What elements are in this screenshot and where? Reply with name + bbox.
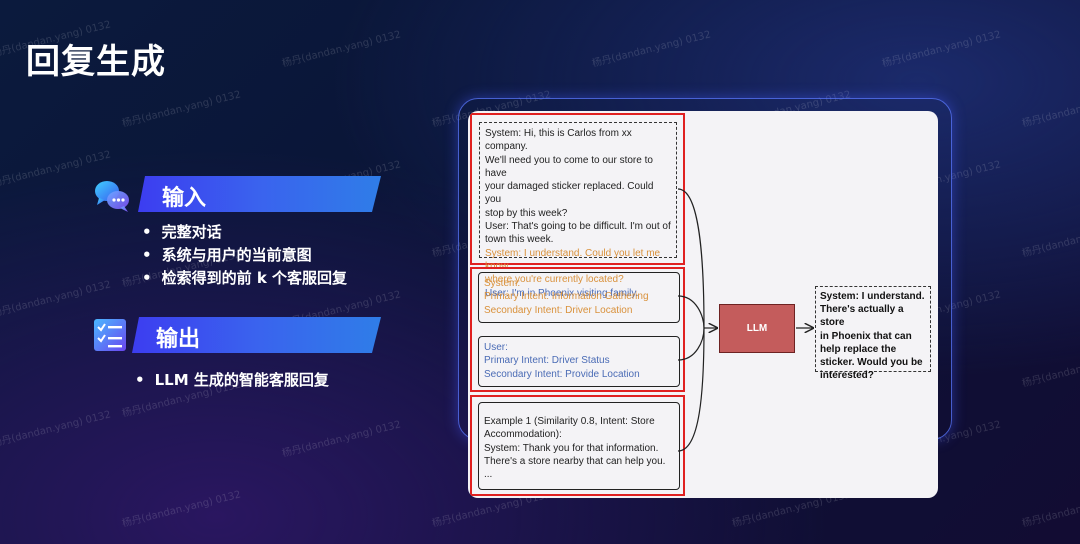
- output-banner: 输出: [132, 317, 381, 353]
- output-response-box: System: I understand. There's actually a…: [815, 286, 931, 381]
- watermark-text: 杨丹(dandan.yang) 0132: [120, 489, 242, 530]
- chat-bubbles-icon: [93, 178, 131, 218]
- watermark-text: 杨丹(dandan.yang) 0132: [0, 279, 112, 320]
- intent-line: System:: [484, 278, 521, 289]
- dialogue-line: your damaged sticker replaced. Could you: [485, 181, 654, 206]
- dialogue-line-user: User: I'm in Phoenix visiting family.: [485, 287, 639, 299]
- list-item: 检索得到的前 k 个客服回复: [142, 267, 347, 290]
- dialogue-line: stop by this week?: [485, 207, 568, 219]
- input-list: 完整对话 系统与用户的当前意图 检索得到的前 k 个客服回复: [142, 221, 347, 290]
- watermark-text: 杨丹(dandan.yang) 0132: [1020, 349, 1080, 390]
- output-line: sticker. Would you be: [820, 357, 923, 369]
- user-intent-box: User: Primary Intent: Driver Status Seco…: [478, 336, 680, 387]
- connector-lines: [677, 188, 938, 452]
- dialogue-box: System: Hi, this is Carlos from xx compa…: [479, 122, 677, 299]
- output-list: LLM 生成的智能客服回复: [135, 369, 329, 392]
- example-line: There's a store nearby that can help you…: [484, 455, 666, 467]
- dialogue-line: User: That's going to be difficult. I'm …: [485, 221, 671, 233]
- intent-highlight: System: Primary Intent: Information Gath…: [470, 267, 685, 392]
- watermark-text: 杨丹(dandan.yang) 0132: [880, 29, 1002, 70]
- intent-line: User:: [484, 342, 508, 353]
- output-line: interested?: [820, 370, 874, 382]
- output-line: System: I understand.: [820, 291, 925, 302]
- output-label: 输出: [156, 327, 201, 352]
- intent-line: Secondary Intent: Driver Location: [484, 304, 633, 316]
- example-line: Example 1 (Similarity 0.8, Intent: Store: [484, 416, 655, 427]
- watermark-text: 杨丹(dandan.yang) 0132: [1020, 219, 1080, 260]
- watermark-text: 杨丹(dandan.yang) 0132: [120, 89, 242, 130]
- input-label: 输入: [162, 186, 207, 211]
- intent-line: Primary Intent: Driver Status: [484, 355, 610, 367]
- watermark-text: 杨丹(dandan.yang) 0132: [1020, 89, 1080, 130]
- output-line: help replace the: [820, 343, 897, 355]
- llm-block: LLM: [719, 304, 795, 353]
- dialogue-highlight: System: Hi, this is Carlos from xx compa…: [470, 113, 685, 299]
- example-line: ...: [484, 469, 493, 481]
- watermark-text: 杨丹(dandan.yang) 0132: [0, 409, 112, 450]
- system-intent-box: System: Primary Intent: Information Gath…: [478, 272, 680, 323]
- list-item: 完整对话: [142, 221, 347, 244]
- example-line: System: Thank you for that information.: [484, 442, 659, 454]
- dialogue-line: System: Hi, this is Carlos from xx compa…: [485, 128, 632, 153]
- dialogue-line-system: System: I understand. Could you let me k…: [485, 247, 661, 272]
- output-line: in Phoenix that can: [820, 330, 912, 342]
- dialogue-line: We'll need you to come to our store to h…: [485, 154, 653, 179]
- examples-box: Example 1 (Similarity 0.8, Intent: Store…: [478, 402, 680, 490]
- input-banner: 输入: [138, 176, 381, 212]
- watermark-text: 杨丹(dandan.yang) 0132: [1020, 489, 1080, 530]
- watermark-text: 杨丹(dandan.yang) 0132: [280, 419, 402, 460]
- list-item: 系统与用户的当前意图: [142, 244, 347, 267]
- list-item: LLM 生成的智能客服回复: [135, 369, 329, 392]
- output-line: There's actually a store: [820, 304, 904, 329]
- checklist-icon: [93, 318, 127, 356]
- example-line: Accommodation):: [484, 429, 562, 441]
- watermark-text: 杨丹(dandan.yang) 0132: [280, 29, 402, 70]
- diagram-panel: System: Hi, this is Carlos from xx compa…: [468, 111, 938, 498]
- watermark-text: 杨丹(dandan.yang) 0132: [590, 29, 712, 70]
- examples-highlight: Example 1 (Similarity 0.8, Intent: Store…: [470, 395, 685, 496]
- dialogue-line: town this week.: [485, 234, 554, 246]
- intent-line: Primary Intent: Information Gathering: [484, 291, 649, 303]
- intent-line: Secondary Intent: Provide Location: [484, 368, 640, 380]
- dialogue-line-system: where you're currently located?: [485, 274, 624, 286]
- page-title: 回复生成: [26, 42, 166, 82]
